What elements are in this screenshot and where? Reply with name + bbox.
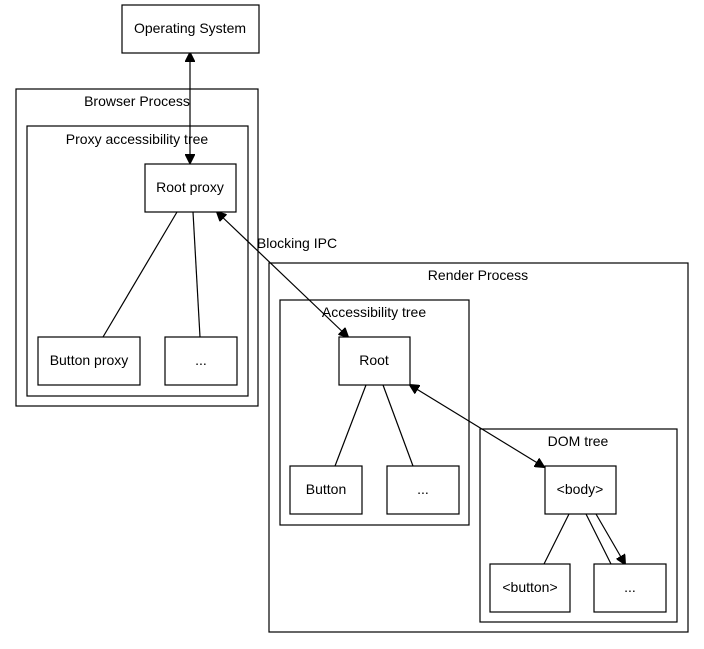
edge-root-body [410,385,544,467]
root-node[interactable]: Root [338,336,411,386]
button-proxy-label: Button proxy [50,352,129,368]
blocking-ipc-label: Blocking IPC [257,235,337,251]
edge-body-ellipsis [585,513,612,565]
edge-body-button [543,513,570,565]
body-node[interactable]: <body> [544,465,617,515]
proxy-ellipsis-label: ... [195,352,207,368]
edge-body-ellipsis-arrow [595,513,625,564]
edge-rootproxy-buttonproxy [102,211,178,338]
root-proxy-node[interactable]: Root proxy [144,163,237,213]
dom-ellipsis-label: ... [624,579,636,595]
button-label: Button [306,481,346,497]
accessibility-tree-label: Accessibility tree [322,304,426,320]
dom-tree-label: DOM tree [548,433,609,449]
button-tag-label: <button> [502,579,557,595]
button-node[interactable]: Button [289,465,363,515]
button-proxy-node[interactable]: Button proxy [37,336,141,386]
edge-root-ellipsis [382,384,414,467]
render-process-label: Render Process [428,267,528,283]
proxy-ellipsis-node[interactable]: ... [164,336,238,386]
browser-process-label: Browser Process [84,93,190,109]
dom-ellipsis-node[interactable]: ... [593,563,667,613]
body-label: <body> [557,481,604,497]
edge-rootproxy-root-ipc [217,212,348,337]
acc-ellipsis-node[interactable]: ... [386,465,460,515]
proxy-tree-label: Proxy accessibility tree [66,131,209,147]
acc-ellipsis-label: ... [417,481,429,497]
button-tag-node[interactable]: <button> [489,563,571,613]
operating-system-node[interactable]: Operating System [121,4,260,54]
root-label: Root [359,352,389,368]
edge-rootproxy-ellipsis [192,211,201,338]
root-proxy-label: Root proxy [156,179,224,195]
edge-root-button [334,384,367,467]
operating-system-label: Operating System [134,20,246,36]
